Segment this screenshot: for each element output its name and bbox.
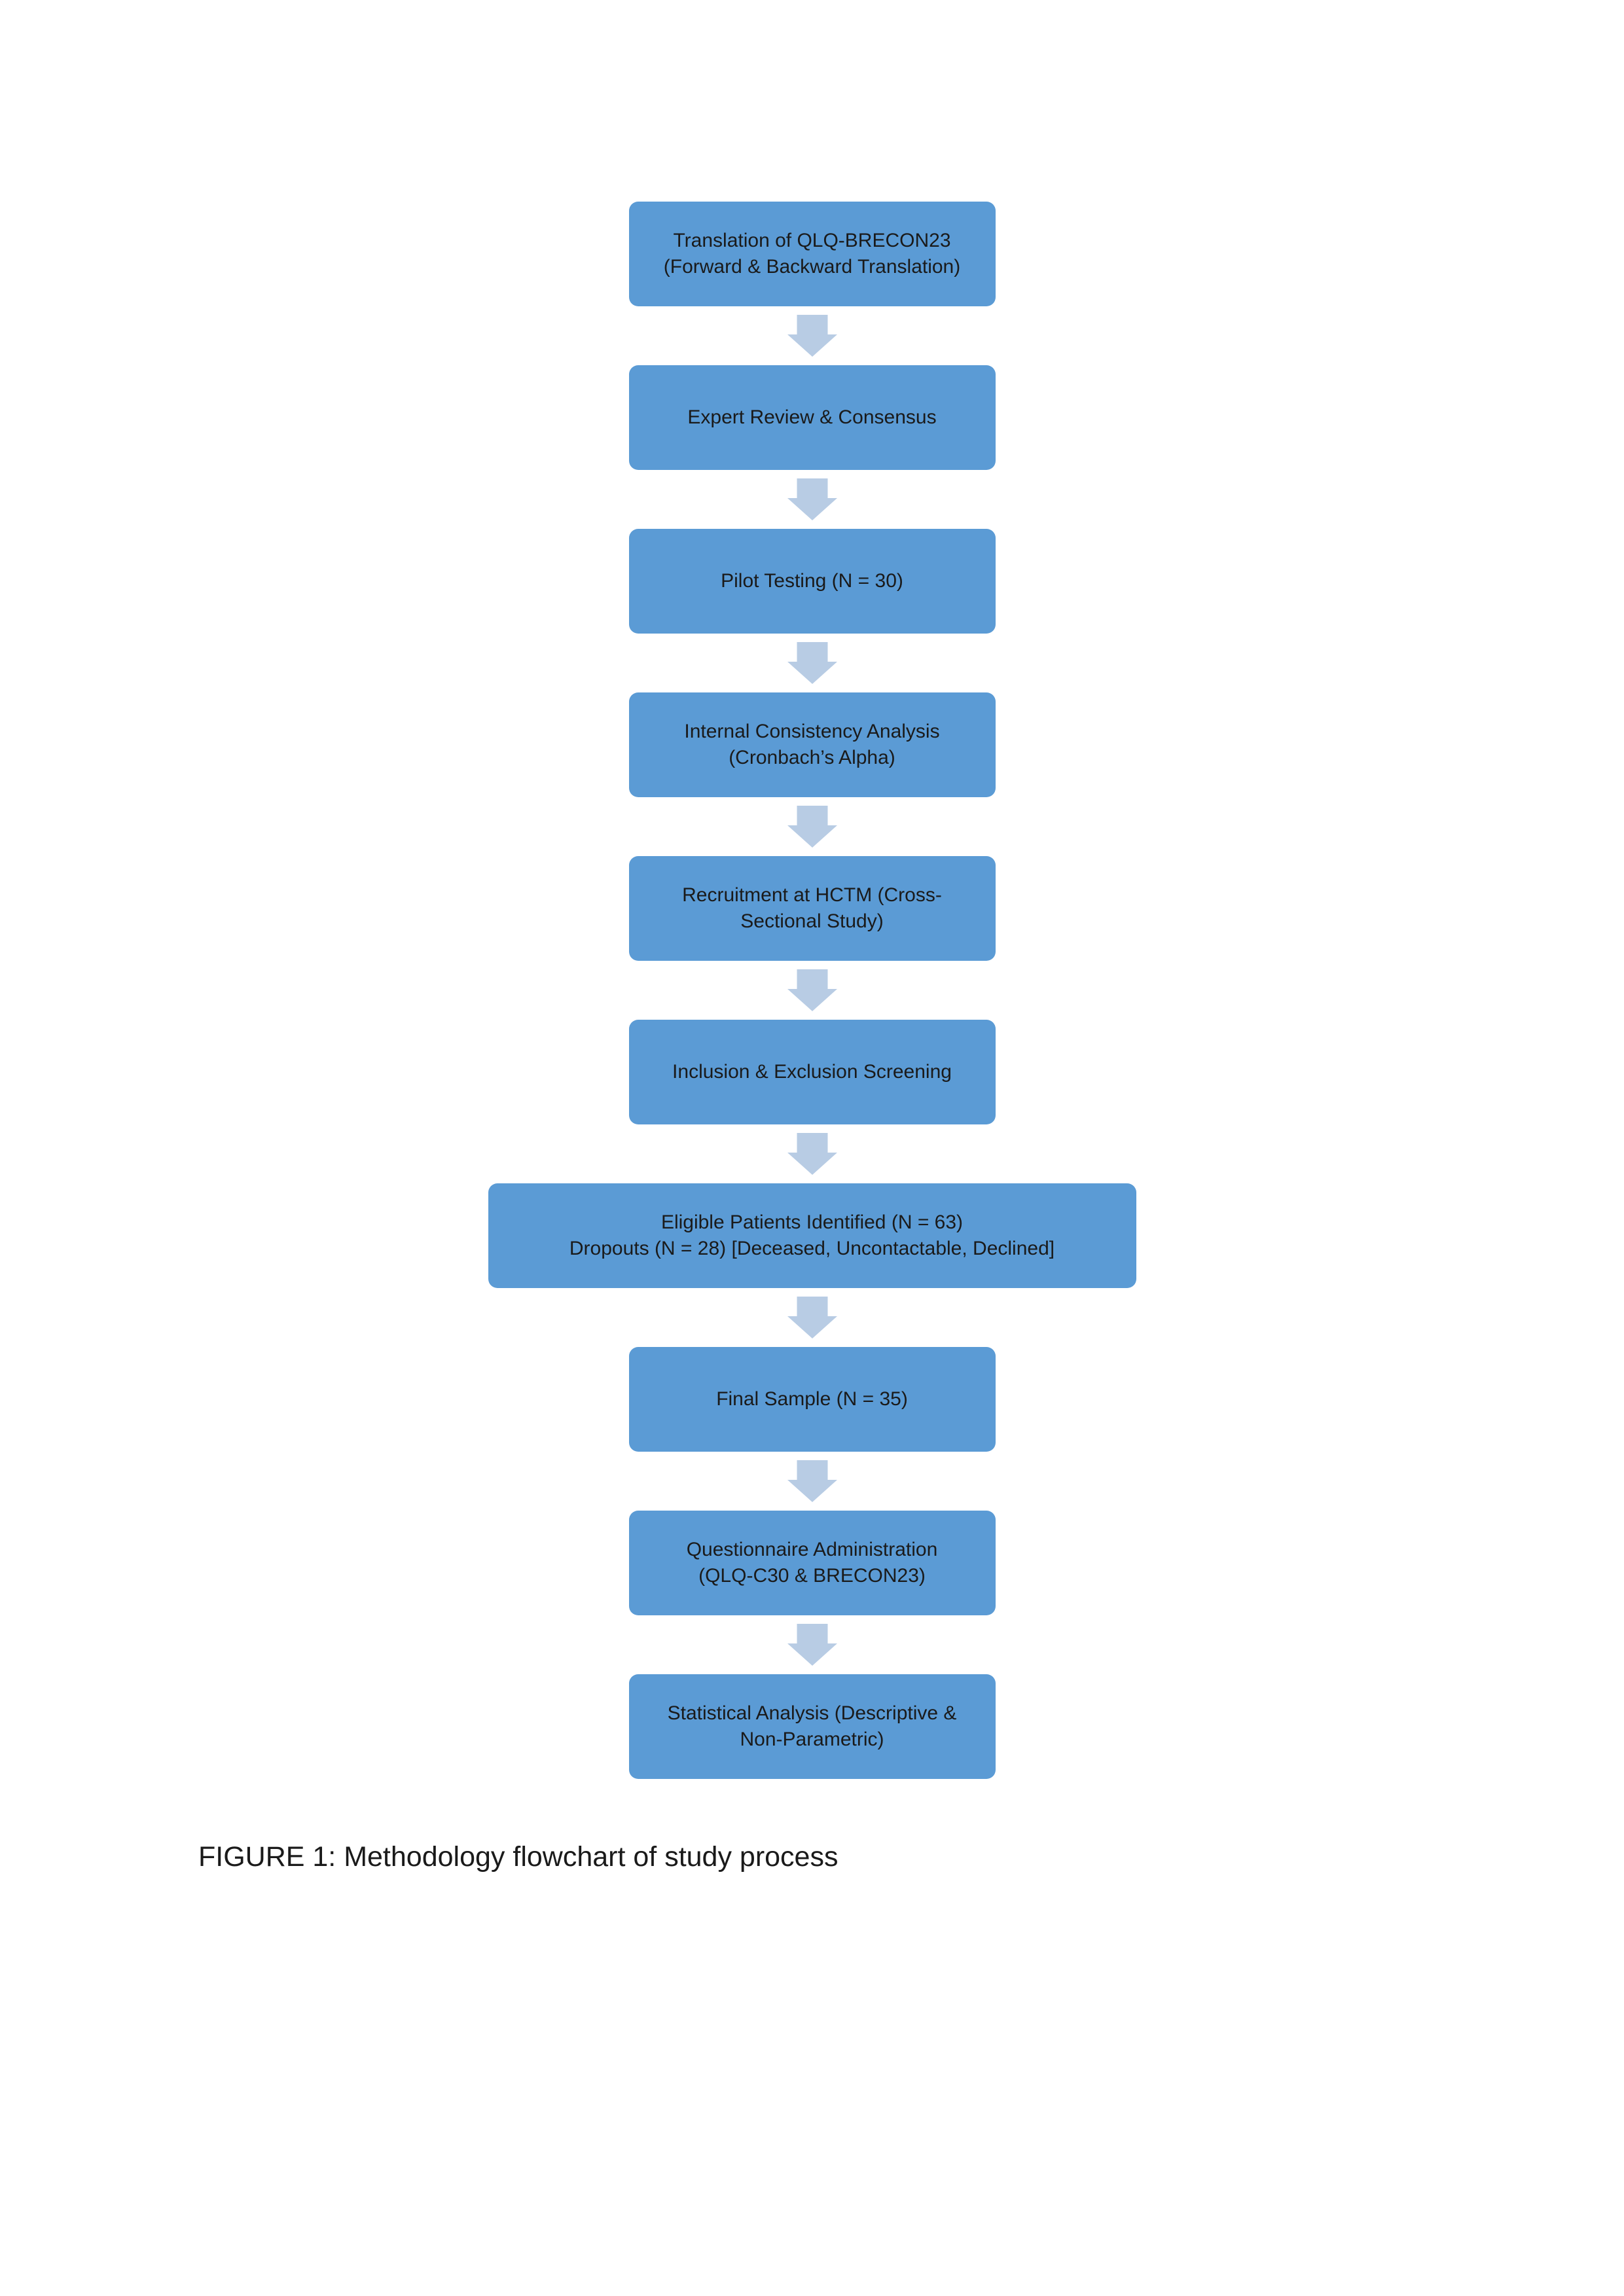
step-expert-review: Expert Review & Consensus <box>628 365 996 470</box>
step-statistical-analysis: Statistical Analysis (Descriptive & Non-… <box>628 1674 996 1779</box>
down-arrow-icon <box>787 642 837 684</box>
step-final-sample: Final Sample (N = 35) <box>628 1347 996 1452</box>
step-recruitment: Recruitment at HCTM (Cross- Sectional St… <box>628 856 996 961</box>
down-arrow-icon <box>787 1297 837 1338</box>
down-arrow-icon <box>787 806 837 848</box>
step-pilot-testing: Pilot Testing (N = 30) <box>628 529 996 634</box>
methodology-flowchart: Translation of QLQ-BRECON23 (Forward & B… <box>0 202 1624 1779</box>
down-arrow-icon <box>787 1624 837 1666</box>
step-screening: Inclusion & Exclusion Screening <box>628 1020 996 1124</box>
down-arrow-icon <box>787 969 837 1011</box>
down-arrow-icon <box>787 1133 837 1175</box>
step-translation: Translation of QLQ-BRECON23 (Forward & B… <box>628 202 996 306</box>
down-arrow-icon <box>787 1460 837 1502</box>
step-questionnaire-administration: Questionnaire Administration (QLQ-C30 & … <box>628 1511 996 1615</box>
step-eligible-patients: Eligible Patients Identified (N = 63) Dr… <box>488 1183 1136 1288</box>
step-internal-consistency: Internal Consistency Analysis (Cronbach’… <box>628 692 996 797</box>
figure-caption: FIGURE 1: Methodology flowchart of study… <box>198 1841 839 1873</box>
down-arrow-icon <box>787 315 837 357</box>
down-arrow-icon <box>787 478 837 520</box>
